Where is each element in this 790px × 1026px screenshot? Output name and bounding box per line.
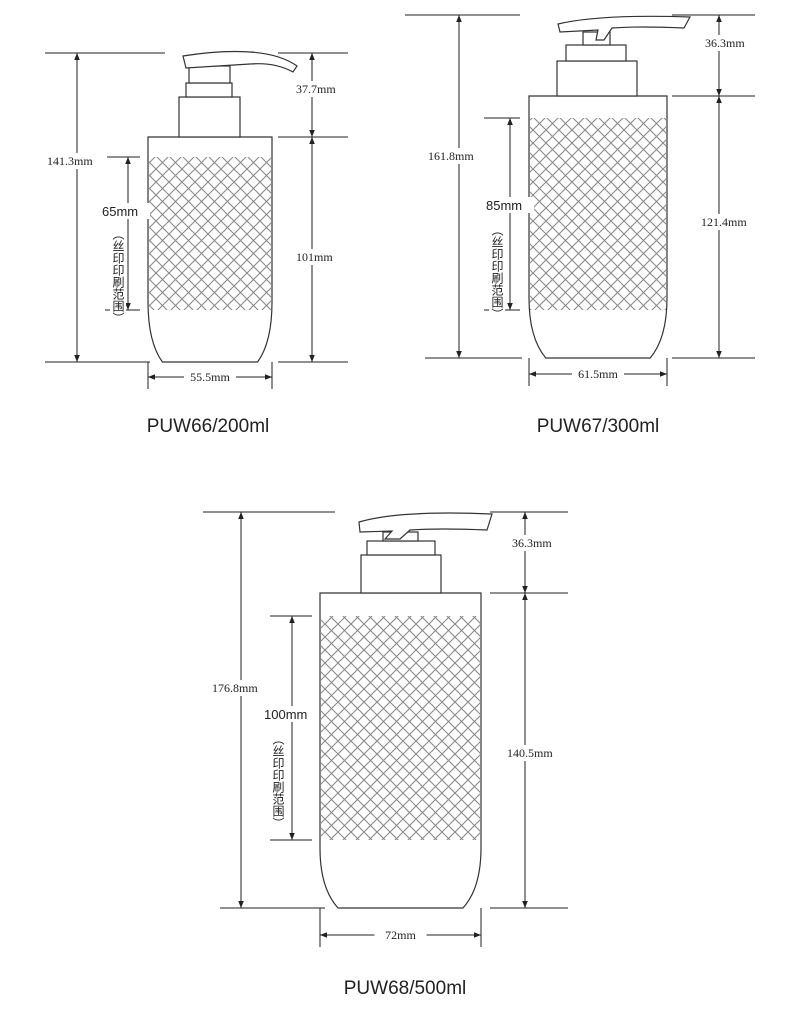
body-height-label: 140.5mm [507,746,553,760]
pump-cap [366,540,436,556]
pump-height-label: 36.3mm [512,536,552,550]
pump-cap [185,82,233,98]
pump-cap [565,44,627,62]
total-height-label: 176.8mm [212,681,258,695]
print-height-label: 85mm [486,198,522,213]
print-area-crosshatch [530,118,666,310]
print-height-label: 65mm [102,204,138,219]
print-range-note: （丝印印刷范围） [490,224,504,320]
pump-height-label: 36.3mm [705,36,745,50]
bottle-drawing: 176.8mm 36.3mm 140.5mm 100mm （丝印印刷范围） 72mmPUW… [203,511,568,999]
pump-head [182,50,298,73]
body-height-label: 121.4mm [701,215,747,229]
bottle-collar [178,96,241,138]
total-height-label: 141.3mm [47,154,93,168]
model-label: PUW67/300ml [537,416,660,437]
print-range-note: （丝印印刷范围） [111,228,125,324]
pump-head [358,512,493,540]
bottle-drawing: 161.8mm 36.3mm 121.4mm 85mm （丝印印刷范围） 61.5mmPU… [405,14,759,437]
pump-head [557,15,691,41]
bottle-collar [360,554,442,594]
pump-height-label: 37.7mm [296,82,336,96]
width-label: 61.5mm [578,367,618,381]
width-label: 55.5mm [190,370,230,384]
print-area-crosshatch [321,616,480,840]
print-height-label: 100mm [264,707,307,722]
body-height-label: 101mm [296,250,333,264]
print-area-crosshatch [149,157,271,310]
width-label: 72mm [385,928,416,942]
bottle-collar [556,60,638,97]
bottle-drawing: 141.3mm 37.7mm 101mm 65mm （丝印印刷范围） 55.5mmPUW6… [45,50,352,437]
model-label: PUW66/200ml [147,416,270,437]
pump-stem [188,65,231,84]
model-label: PUW68/500ml [344,978,467,999]
total-height-label: 161.8mm [428,149,474,163]
print-range-note: （丝印印刷范围） [271,733,285,829]
